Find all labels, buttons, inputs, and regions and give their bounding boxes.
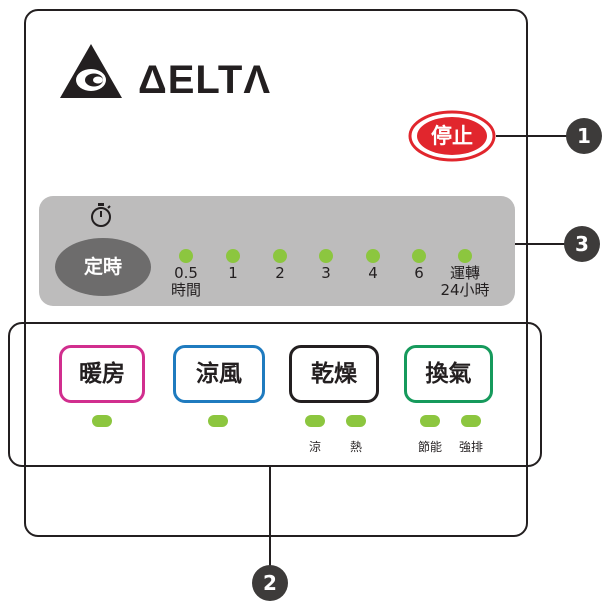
stop-button[interactable]: [408, 110, 496, 162]
ventilation-strong-led: [461, 415, 481, 427]
ventilation-eco-label: 節能: [417, 440, 442, 454]
callout-3: 3: [564, 226, 600, 262]
dry-mode-button[interactable]: 乾燥: [289, 345, 379, 403]
heat-mode-button[interactable]: 暖房: [59, 345, 145, 403]
dry-cool-led: [305, 415, 325, 427]
ventilation-strong-label: 強排: [458, 440, 483, 454]
timer-hour-label: 2: [275, 264, 285, 282]
callout-2: 2: [252, 565, 288, 601]
callout-line-2: [269, 467, 271, 567]
timer-button-label: 定時: [83, 256, 122, 278]
timer-led-4h: [366, 249, 380, 263]
timer-hour-label: 1: [228, 264, 238, 282]
dry-heat-led: [346, 415, 366, 427]
timer-led-1h: [226, 249, 240, 263]
mode-button-group: [8, 322, 542, 467]
dry-heat-label: 熱: [349, 440, 362, 454]
ventilation-eco-led: [420, 415, 440, 427]
timer-led-0-5h: [179, 249, 193, 263]
timer-hour-label: 6: [414, 264, 424, 282]
timer-hour-label: 4: [368, 264, 378, 282]
timer-led-3h: [319, 249, 333, 263]
dry-cool-label: 涼: [308, 440, 321, 454]
cool-wind-mode-button[interactable]: 涼風: [173, 345, 265, 403]
timer-led-6h: [412, 249, 426, 263]
brand-name: ΔELTΛ: [138, 58, 272, 102]
ventilation-mode-button[interactable]: 換氣: [404, 345, 493, 403]
callout-1: 1: [566, 118, 602, 154]
timer-button[interactable]: [55, 238, 151, 296]
callout-line-1: [496, 135, 568, 137]
callout-line-3: [515, 243, 566, 245]
timer-led-2h: [273, 249, 287, 263]
timer-led-24h: [458, 249, 472, 263]
cool-wind-mode-led: [208, 415, 228, 427]
timer-hour-label: 3: [321, 264, 331, 282]
stopwatch-icon: [91, 203, 111, 227]
heat-mode-led: [92, 415, 112, 427]
delta-logo-icon: [60, 44, 122, 98]
